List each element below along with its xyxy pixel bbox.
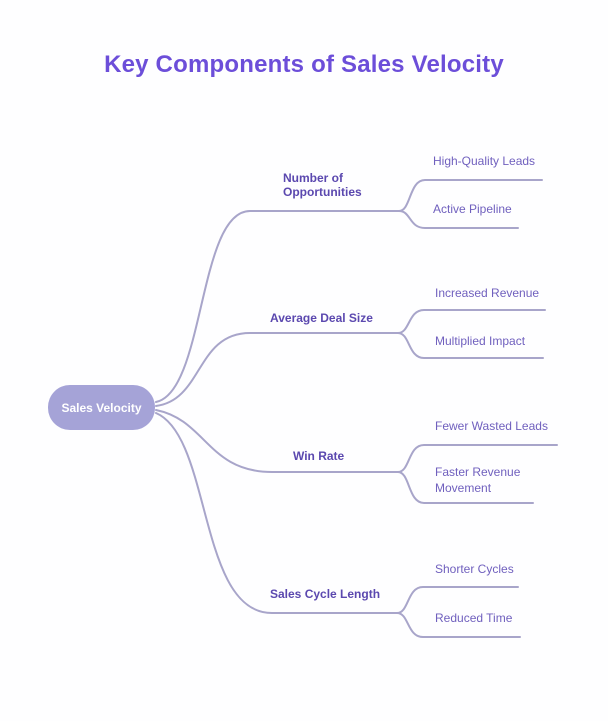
root-node-label: Sales Velocity [61, 400, 142, 415]
branch-node-average-deal-size[interactable]: Average Deal Size [270, 311, 373, 325]
leaf-node-increased-revenue[interactable]: Increased Revenue [435, 286, 540, 300]
branch-node-win-rate[interactable]: Win Rate [293, 449, 345, 463]
leaf-node-shorter-cycles[interactable]: Shorter Cycles [435, 562, 514, 576]
leaf-node-multiplied-impact[interactable]: Multiplied Impact [435, 334, 526, 348]
leaf-node-fewer-wasted-leads[interactable]: Fewer Wasted Leads [435, 419, 548, 433]
branch-node-number-of-opportunities[interactable]: Number of Opportunities [283, 171, 362, 200]
leaf-node-active-pipeline[interactable]: Active Pipeline [433, 202, 512, 216]
leaf-node-reduced-time[interactable]: Reduced Time [435, 611, 513, 625]
branch-node-sales-cycle-length[interactable]: Sales Cycle Length [270, 587, 381, 601]
leaf-node-faster-revenue-movement[interactable]: Faster Revenue Movement [435, 465, 521, 495]
leaf-node-high-quality-leads[interactable]: High-Quality Leads [433, 154, 536, 168]
page-title: Key Components of Sales Velocity [104, 51, 504, 78]
root-node-sales-velocity[interactable]: Sales Velocity [48, 385, 155, 430]
